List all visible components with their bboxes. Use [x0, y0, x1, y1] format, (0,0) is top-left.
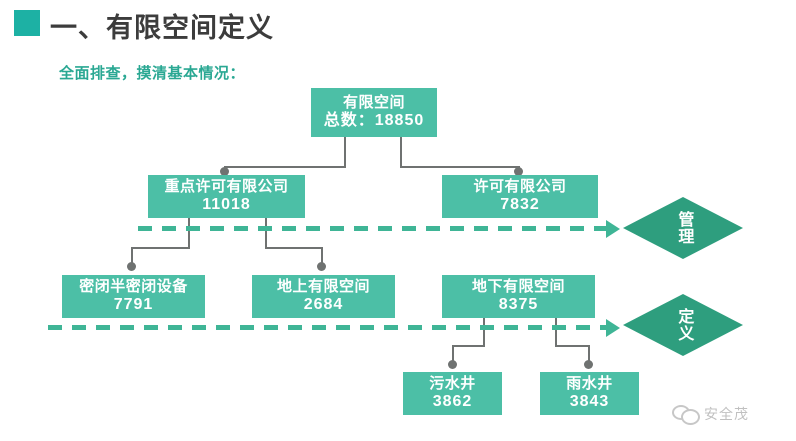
connector-key-left-horizontal — [131, 247, 190, 249]
connector-under-left-horizontal — [452, 345, 485, 347]
connector-dot-rain — [584, 360, 593, 369]
connector-dot-sewage — [448, 360, 457, 369]
band-label-definition[interactable]: 定义 — [623, 294, 743, 356]
connector-under-right-horizontal — [555, 345, 588, 347]
connector-under-right-vertical — [555, 318, 557, 347]
node-label: 雨水井 — [566, 375, 613, 393]
node-underground-confined-space[interactable]: 地下有限空间 8375 — [442, 275, 595, 318]
connector-key-right-horizontal — [265, 247, 323, 249]
connector-under-left-vertical — [483, 318, 485, 347]
node-sealed-semi-sealed-equipment[interactable]: 密闭半密闭设备 7791 — [62, 275, 205, 318]
connector-above-drop — [321, 247, 323, 266]
dashed-line-management — [138, 226, 608, 231]
page-subtitle: 全面排查，摸清基本情况： — [59, 65, 246, 82]
connector-dot-lic — [514, 167, 523, 176]
connector-seal-drop — [131, 247, 133, 266]
connector-sewage-drop — [452, 345, 454, 364]
connector-root-right-vertical — [400, 137, 402, 168]
node-key-licensed-company[interactable]: 重点许可有限公司 11018 — [148, 175, 305, 218]
node-sewage-well[interactable]: 污水井 3862 — [403, 372, 502, 415]
node-value: 2684 — [303, 295, 344, 313]
connector-key-left-vertical — [188, 218, 190, 249]
node-rainwater-well[interactable]: 雨水井 3843 — [540, 372, 639, 415]
dashed-line-definition — [48, 325, 610, 330]
connector-rain-drop — [588, 345, 590, 364]
connector-dot-above — [317, 262, 326, 271]
band-label-management[interactable]: 管理 — [623, 197, 743, 259]
node-label: 重点许可有限公司 — [164, 178, 289, 196]
connector-dot-key — [220, 167, 229, 176]
watermark-text: 安全茂 — [704, 406, 749, 422]
node-aboveground-confined-space[interactable]: 地上有限空间 2684 — [252, 275, 395, 318]
connector-dot-seal — [127, 262, 136, 271]
title-bullet-square — [14, 10, 40, 36]
node-label: 有限空间 — [342, 94, 405, 112]
connector-root-left-horizontal — [224, 166, 346, 168]
node-total-confined-space[interactable]: 有限空间 总数：18850 — [311, 88, 437, 137]
node-value: 11018 — [202, 195, 251, 213]
node-label: 密闭半密闭设备 — [79, 278, 188, 296]
node-label: 许可有限公司 — [473, 178, 567, 196]
node-value: 总数：18850 — [323, 111, 425, 129]
connector-key-right-vertical — [265, 218, 267, 249]
node-value: 3843 — [569, 392, 610, 410]
node-label: 污水井 — [429, 375, 476, 393]
node-value: 7832 — [500, 195, 540, 213]
band-label-text: 定义 — [675, 308, 693, 342]
band-label-text: 管理 — [675, 211, 693, 245]
wechat-icon — [672, 404, 700, 425]
node-value: 3862 — [432, 392, 473, 410]
node-label: 地下有限空间 — [471, 278, 565, 296]
dashed-arrow-definition — [606, 319, 620, 337]
dashed-arrow-management — [606, 220, 620, 238]
node-licensed-company[interactable]: 许可有限公司 7832 — [442, 175, 598, 218]
watermark: 安全茂 — [672, 404, 749, 425]
node-label: 地上有限空间 — [276, 278, 370, 296]
node-value: 8375 — [498, 295, 539, 313]
connector-root-right-horizontal — [400, 166, 520, 168]
page-title: 一、有限空间定义 — [50, 13, 274, 43]
connector-root-left-vertical — [344, 137, 346, 168]
node-value: 7791 — [113, 295, 154, 313]
